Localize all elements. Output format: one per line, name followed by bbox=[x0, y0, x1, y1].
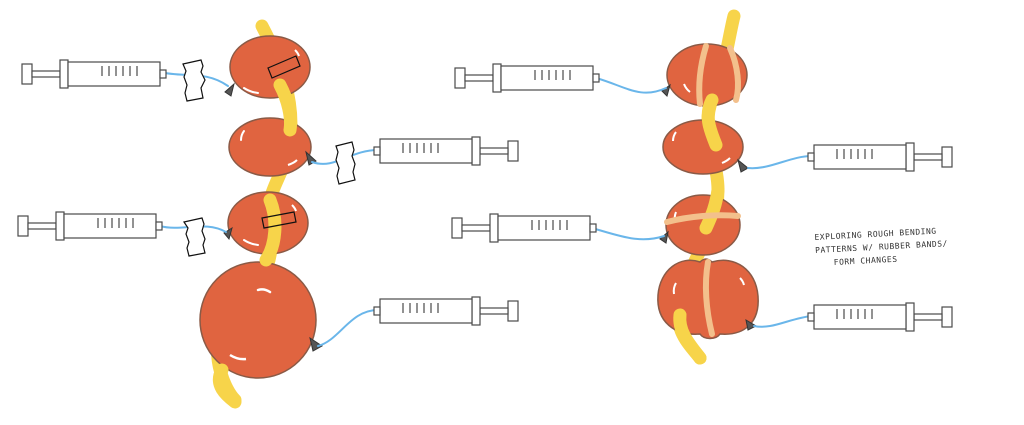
tape-icon bbox=[182, 59, 206, 102]
syringe-icon bbox=[807, 142, 953, 172]
syringe-icon bbox=[373, 296, 519, 326]
tape-icon bbox=[261, 55, 301, 229]
tube-4 bbox=[317, 309, 379, 347]
syringe-icon bbox=[451, 213, 597, 243]
syringe-icon bbox=[21, 59, 167, 89]
balloon-4 bbox=[199, 261, 323, 379]
syringe-icon bbox=[454, 63, 600, 93]
syringe-icon bbox=[807, 302, 953, 332]
tube-8 bbox=[753, 315, 813, 328]
tube-6 bbox=[747, 155, 813, 170]
tape-bending-group bbox=[159, 19, 379, 409]
tape-icon bbox=[335, 141, 356, 185]
rubber-band-icon bbox=[664, 43, 741, 337]
rubber-band-group bbox=[591, 9, 813, 365]
balloon-3 bbox=[223, 191, 309, 255]
handwritten-note: exploring rough bending patterns w/ rubb… bbox=[814, 221, 1006, 270]
tube-5 bbox=[595, 77, 667, 94]
syringe-icon bbox=[373, 136, 519, 166]
syringe-icon bbox=[17, 211, 163, 241]
tube-7 bbox=[591, 227, 665, 241]
syringe-layer bbox=[17, 59, 953, 332]
tape-icon bbox=[183, 217, 206, 257]
